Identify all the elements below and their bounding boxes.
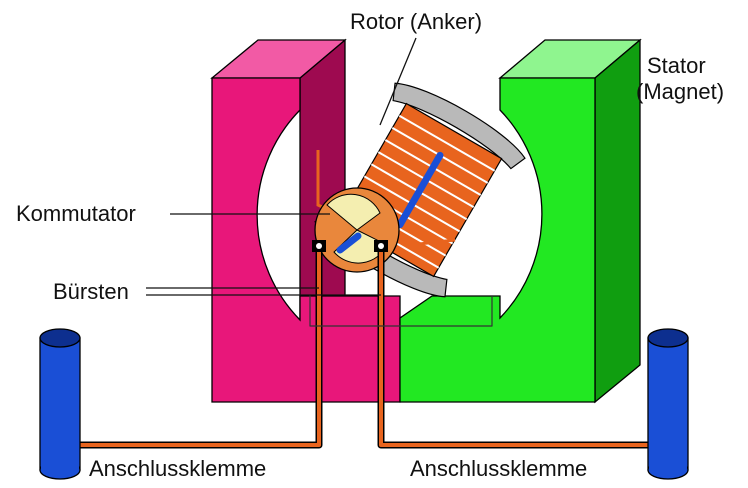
- stator-label-line1: Stator: [647, 54, 706, 78]
- terminal-left-label: Anschlussklemme: [89, 457, 266, 481]
- buersten-label: Bürsten: [53, 280, 129, 304]
- kommutator-label: Kommutator: [16, 202, 136, 226]
- commutator: [315, 188, 399, 272]
- rotor-label: Rotor (Anker): [350, 10, 482, 34]
- terminal-right: [648, 329, 688, 479]
- terminal-right-label: Anschlussklemme: [410, 457, 587, 481]
- terminal-left: [40, 329, 80, 479]
- stator-label-line2: (Magnet): [636, 80, 724, 104]
